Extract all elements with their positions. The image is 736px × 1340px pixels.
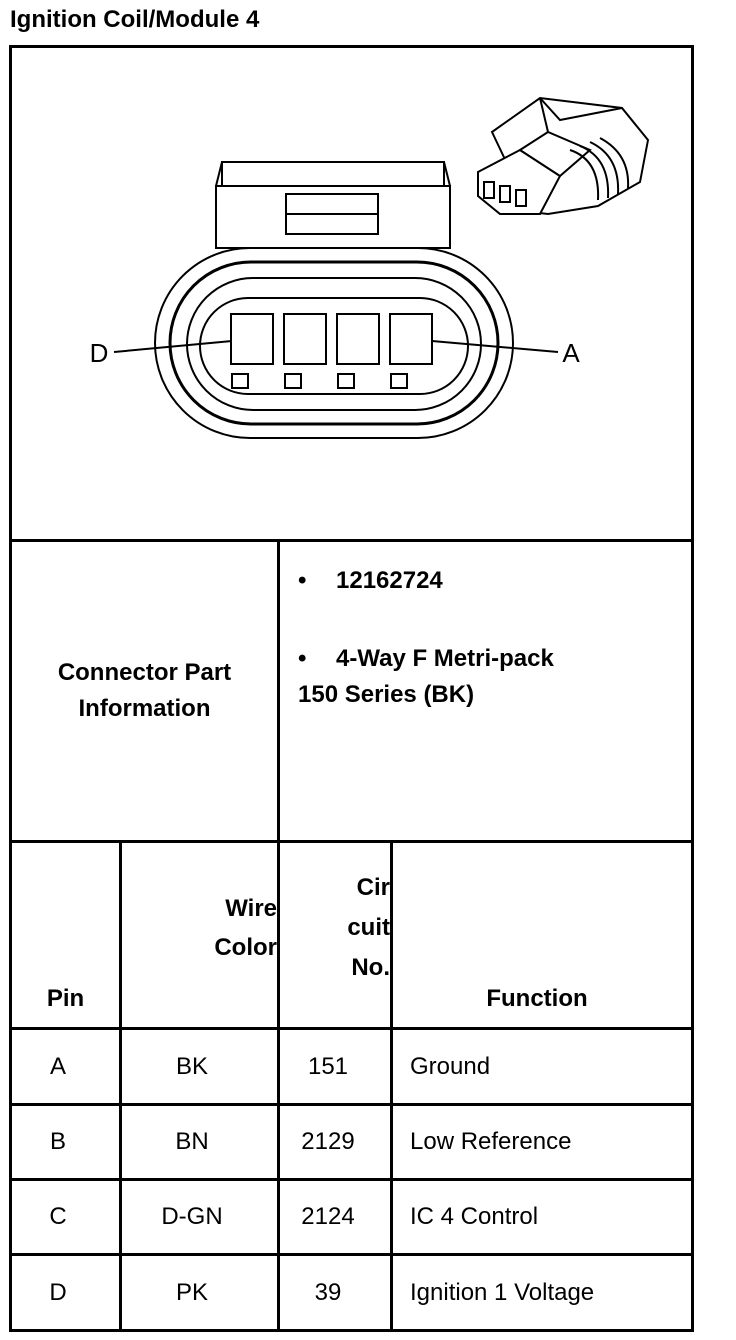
- divider: [9, 1329, 694, 1332]
- header-circuit-line2: cuit: [347, 914, 390, 941]
- cell-pin: B: [49, 1128, 66, 1155]
- header-circuit-line1: Cir: [356, 874, 390, 901]
- pin-cavities: [230, 313, 433, 389]
- pin-a-leader: [431, 340, 559, 353]
- cell-function: Ignition 1 Voltage: [410, 1278, 595, 1306]
- bullet: •: [298, 645, 307, 672]
- divider: [277, 539, 280, 1332]
- connector-info-values: • 12162724 • 4-Way F Metri-pack 150 Seri…: [298, 563, 678, 713]
- divider: [119, 840, 122, 1332]
- cell-wire-color: BK: [175, 1052, 208, 1080]
- cell-function: Ground: [410, 1052, 491, 1080]
- part-number: 12162724: [336, 567, 443, 594]
- cell-wire-color: PK: [175, 1278, 208, 1306]
- divider: [9, 539, 694, 542]
- cell-pin: C: [49, 1203, 67, 1230]
- header-wire-color-line2: Color: [214, 934, 277, 961]
- connector-info-label: Connector Part Information: [12, 542, 277, 840]
- page-title: Ignition Coil/Module 4: [10, 6, 260, 33]
- cell-function: IC 4 Control: [410, 1203, 539, 1230]
- cell-circuit: 2124: [301, 1203, 355, 1230]
- cell-pin: A: [49, 1052, 66, 1080]
- connector-description-line1: 4-Way F Metri-pack: [336, 645, 554, 672]
- header-function: Function: [486, 985, 588, 1012]
- divider: [9, 1253, 694, 1256]
- divider: [9, 840, 694, 843]
- header-circuit-line3: No.: [351, 954, 390, 981]
- header-wire-color: Wire Color: [122, 843, 277, 1013]
- cell-pin: D: [49, 1278, 67, 1306]
- divider: [9, 1178, 694, 1181]
- divider: [390, 840, 393, 1332]
- part-number-item: • 12162724: [298, 563, 678, 599]
- connector-3d-view: [477, 96, 650, 216]
- header-pin: Pin: [46, 985, 85, 1012]
- connector-diagram: [113, 96, 650, 439]
- pin-d-leader: [113, 340, 233, 353]
- divider: [9, 1103, 694, 1106]
- connector-description-item: • 4-Way F Metri-pack: [298, 641, 678, 677]
- pin-label-a: A: [562, 337, 580, 368]
- pin-label-d: D: [89, 337, 109, 368]
- cell-wire-color: BN: [175, 1128, 209, 1155]
- cell-circuit: 39: [314, 1278, 342, 1306]
- connector-description-line2: 150 Series (BK): [298, 681, 475, 708]
- divider: [9, 1027, 694, 1030]
- connector-info-label-line2: Information: [78, 695, 211, 722]
- cell-wire-color: D-GN: [161, 1203, 223, 1230]
- header-circuit-no: Cir cuit No.: [280, 843, 390, 1013]
- bullet: •: [298, 567, 307, 594]
- header-wire-color-line1: Wire: [225, 895, 277, 922]
- connector-table-frame: [9, 45, 694, 1332]
- cell-function: Low Reference: [410, 1128, 572, 1155]
- connector-latch: [215, 161, 451, 249]
- cell-circuit: 151: [307, 1052, 349, 1080]
- connector-info-label-line1: Connector Part: [57, 659, 232, 686]
- cell-circuit: 2129: [301, 1128, 355, 1155]
